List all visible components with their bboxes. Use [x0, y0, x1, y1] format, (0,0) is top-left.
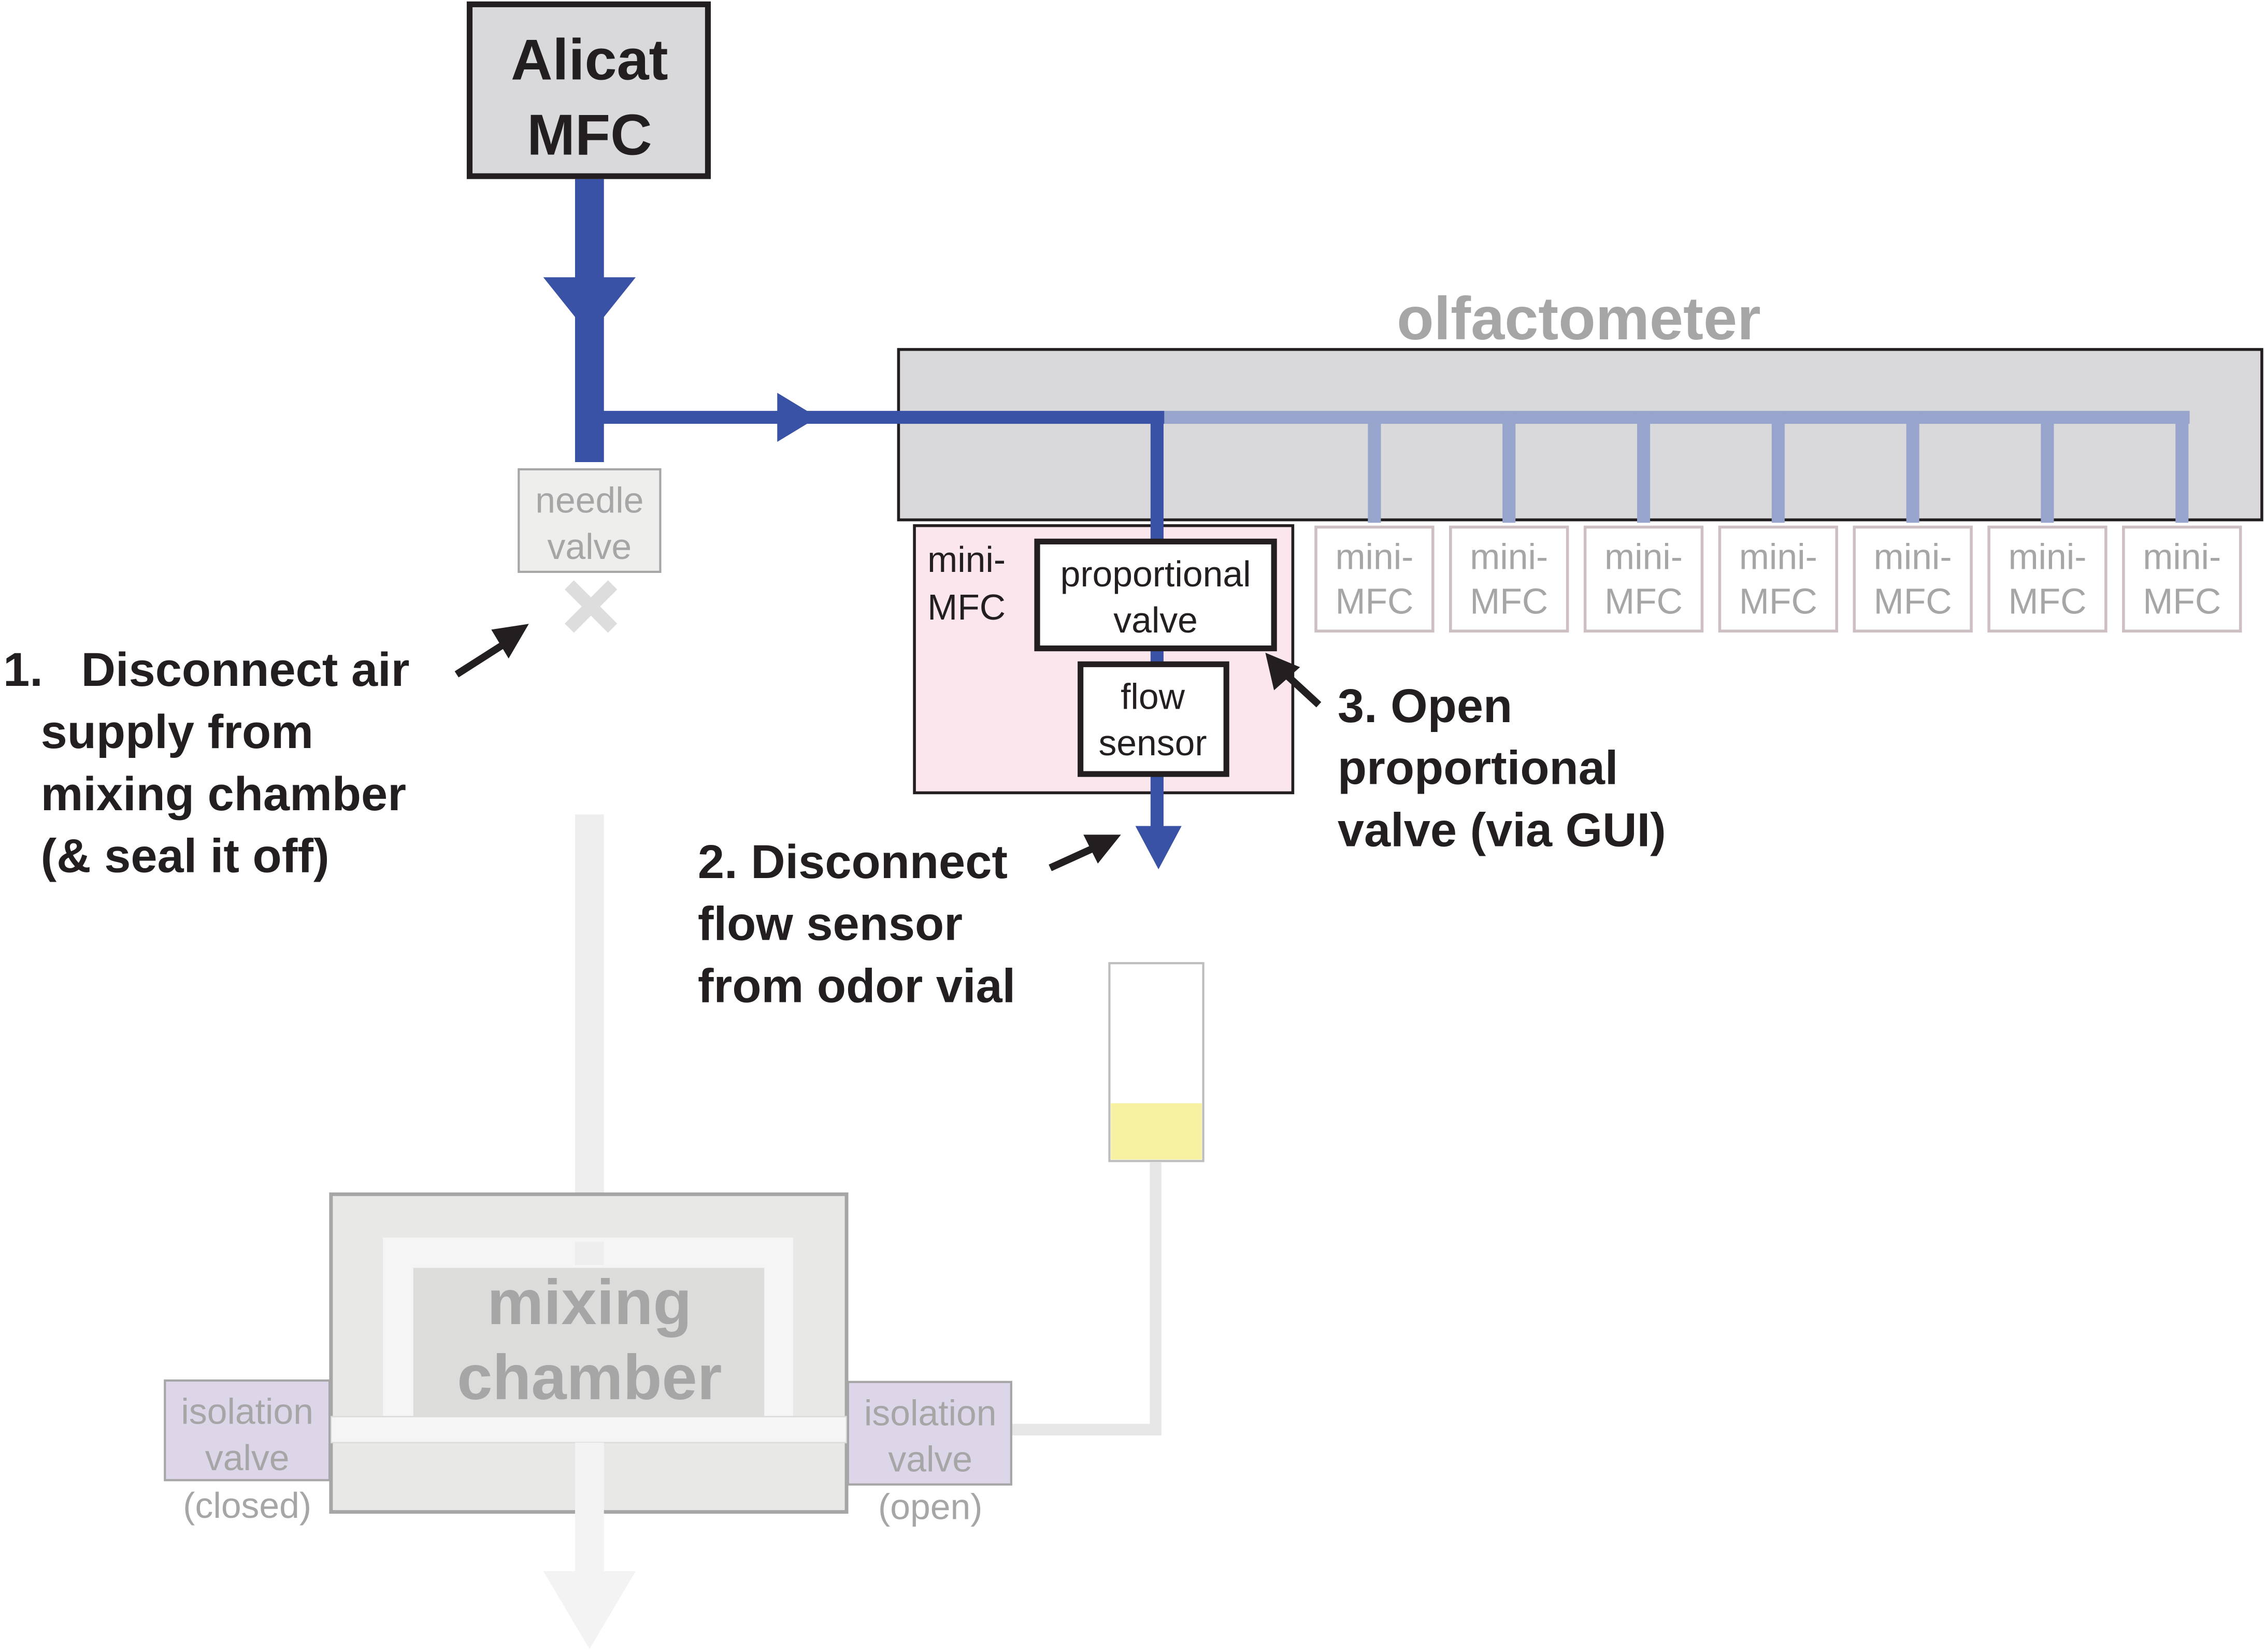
mini-mfc-box: [1449, 525, 1569, 633]
chamber-inlet-join: [575, 1242, 604, 1265]
step1-line2: supply from: [41, 706, 313, 758]
mini-mfc-row: mini-MFCmini-MFCmini-MFCmini-MFCmini-MFC…: [1314, 525, 2242, 633]
mini-mfc-label-line2: MFC: [1604, 581, 1683, 622]
mini-mfc-label-line1: mini-: [1874, 536, 1952, 577]
alicat-label-line2: MFC: [527, 102, 652, 167]
isolation-right-line2: valve: [888, 1439, 972, 1479]
isolation-right-line1: isolation: [864, 1392, 997, 1433]
mini-mfc-6: mini-MFC: [1987, 525, 2108, 633]
odor-vial-liquid: [1111, 1103, 1202, 1160]
mini-mfc-3: mini-MFC: [1583, 525, 1704, 633]
flow-sensor-line1: flow: [1121, 677, 1185, 717]
step3-line1: 3. Open: [1338, 680, 1512, 732]
step1-line1: Disconnect air: [81, 643, 410, 696]
mini-mfc-label-line2: MFC: [1335, 581, 1413, 622]
flow-sensor: [1078, 661, 1229, 777]
mini-mfc-box: [1853, 525, 1973, 633]
mini-mfc-label-line1: mini-: [2008, 536, 2086, 577]
step2-annotation: 2. Disconnect flow sensor from odor vial: [698, 836, 1015, 1013]
mini-mfc-7: mini-MFC: [2122, 525, 2242, 633]
step2-line1: 2. Disconnect: [698, 836, 1008, 888]
flow-sensor-line2: sensor: [1098, 723, 1207, 763]
mini-mfc-box: [1987, 525, 2108, 633]
mini-mfc-box: [1718, 525, 1839, 633]
disconnect-x-icon: [564, 580, 618, 633]
alicat-mfc: [466, 1, 711, 179]
mini-mfc-box: [1314, 525, 1435, 633]
mixing-chamber-label-line2: chamber: [457, 1342, 722, 1413]
step2-line3: from odor vial: [698, 960, 1015, 1013]
step3-annotation: 3. Open proportional valve (via GUI): [1338, 680, 1666, 857]
step2-line2: flow sensor: [698, 898, 963, 951]
chamber-center: [413, 1268, 765, 1426]
mini-mfc-box: [2122, 525, 2242, 633]
isolation-left-line1: isolation: [181, 1391, 313, 1432]
isolation-valve-left: [164, 1379, 331, 1482]
olfactometer-label: olfactometer: [1397, 284, 1761, 352]
mini-mfc-1: mini-MFC: [1314, 525, 1435, 633]
alicat-label-line1: Alicat: [511, 27, 668, 92]
active-mini-mfc-line2: MFC: [927, 587, 1006, 627]
chamber-outlet-pipe: [575, 1442, 604, 1580]
mini-mfc-label-line1: mini-: [1470, 536, 1548, 577]
isolation-left-state: (closed): [183, 1485, 311, 1526]
step1-line3: mixing chamber: [41, 768, 406, 821]
step1-number: 1.: [3, 643, 43, 696]
flow-to-vial-arrow-icon: [1135, 826, 1182, 870]
mini-mfc-box: [1583, 525, 1704, 633]
isolation-left-line2: valve: [205, 1438, 290, 1478]
outlet-down-arrow-icon: [543, 1571, 636, 1649]
isolation-right-state: (open): [878, 1487, 982, 1527]
olfactometer-manifold: [897, 348, 2263, 522]
mini-mfc-label-line1: mini-: [2143, 536, 2221, 577]
needle-valve: [518, 468, 662, 573]
step2-arrow-icon: [1049, 835, 1121, 871]
step1-line4: (& seal it off): [41, 830, 329, 883]
flow-down-arrow-icon: [543, 277, 636, 335]
step1-annotation: 1. Disconnect air supply from mixing cha…: [3, 643, 409, 883]
proportional-valve-line1: proportional: [1060, 554, 1251, 594]
chamber-inlet-pipe: [575, 814, 604, 1248]
mini-mfc-2: mini-MFC: [1449, 525, 1569, 633]
step1-arrow-icon: [454, 624, 529, 678]
step3-line2: proportional: [1338, 742, 1618, 795]
mini-mfc-label-line2: MFC: [2008, 581, 2086, 622]
proportional-valve: [1034, 538, 1277, 652]
mini-mfc-label-line1: mini-: [1335, 536, 1413, 577]
vial-to-isolation-pipe: [1011, 1162, 1162, 1435]
mixing-chamber-label-line1: mixing: [487, 1267, 692, 1338]
active-mini-mfc-line1: mini-: [927, 539, 1006, 580]
mini-mfc-label-line2: MFC: [1739, 581, 1817, 622]
manifold-drops: [1368, 411, 2189, 523]
mini-mfc-label-line2: MFC: [2143, 581, 2221, 622]
mini-mfc-5: mini-MFC: [1853, 525, 1973, 633]
needle-valve-line2: valve: [548, 526, 632, 567]
mini-mfc-4: mini-MFC: [1718, 525, 1839, 633]
step3-line3: valve (via GUI): [1338, 804, 1666, 857]
proportional-valve-line2: valve: [1113, 600, 1198, 640]
mini-mfc-label-line1: mini-: [1739, 536, 1817, 577]
needle-valve-line1: needle: [535, 480, 643, 521]
step3-arrow-icon: [1265, 652, 1322, 708]
flow-right-arrow-icon: [777, 393, 818, 442]
mini-mfc-label-line1: mini-: [1604, 536, 1683, 577]
chamber-cross-channel: [330, 1416, 848, 1444]
isolation-valve-right: [847, 1381, 1012, 1486]
mini-mfc-label-line2: MFC: [1874, 581, 1952, 622]
mini-mfc-label-line2: MFC: [1470, 581, 1548, 622]
